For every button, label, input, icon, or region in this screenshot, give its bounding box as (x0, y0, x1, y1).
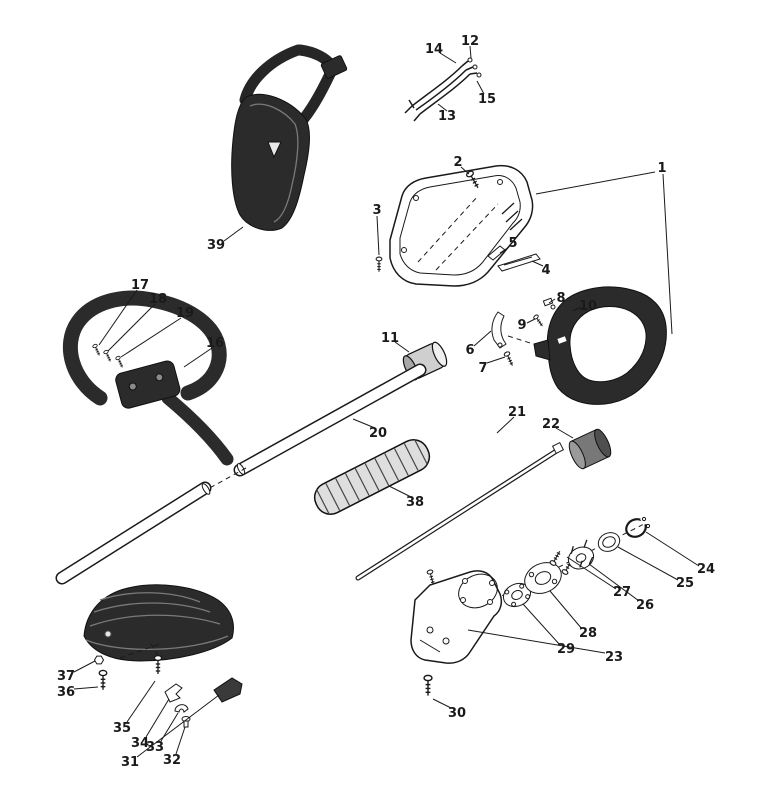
snap-ring-part-24 (625, 515, 651, 538)
part-label-23: 23 (605, 650, 623, 665)
gear-head-housing (410, 570, 503, 664)
flange-part-26 (567, 539, 595, 570)
guard-body (83, 584, 234, 662)
housing-inner-rim (399, 175, 521, 276)
wire-terminal (476, 72, 482, 78)
gear-head (410, 515, 651, 697)
part-label-6: 6 (465, 343, 474, 358)
clamp-part-33 (174, 704, 189, 713)
drive-shaft-tube (55, 363, 427, 585)
part-label-34: 34 (131, 736, 149, 751)
loop-handle-clamp (115, 360, 181, 409)
part-label-30: 30 (448, 706, 466, 721)
part-label-29: 29 (557, 642, 575, 657)
part-label-10: 10 (579, 299, 597, 314)
rear-handle-body (546, 286, 667, 405)
guard-assembly (83, 584, 243, 728)
wire-terminal (472, 64, 478, 70)
bar-part-4 (497, 253, 541, 272)
part-label-27: 27 (613, 585, 631, 600)
part-label-33: 33 (146, 740, 164, 755)
rear-handle-lug (533, 339, 551, 361)
inner-drive-shaft (355, 441, 565, 581)
part-label-11: 11 (381, 331, 399, 346)
bolt-part-30 (423, 674, 433, 697)
loop-handle (62, 290, 234, 466)
part-label-9: 9 (517, 318, 526, 333)
part-label-3: 3 (372, 203, 381, 218)
screw-part-18 (102, 349, 113, 363)
part-label-20: 20 (369, 426, 387, 441)
part-label-24: 24 (697, 562, 715, 577)
part-label-7: 7 (478, 361, 487, 376)
harness-buckle (320, 55, 348, 79)
part-label-25: 25 (676, 576, 694, 591)
part-label-37: 37 (57, 669, 75, 684)
part-label-35: 35 (113, 721, 131, 736)
foam-grip (313, 439, 431, 515)
grip-ribs (316, 439, 428, 515)
screw-part-3 (375, 256, 383, 273)
part-labels-layer: 1234567891011121314151617181920212223242… (57, 34, 715, 770)
part-label-8: 8 (556, 291, 565, 306)
harness-pad (231, 93, 310, 231)
bracket-part-34 (164, 683, 183, 703)
screw-part-35 (153, 654, 163, 675)
bearing-part-25 (597, 532, 621, 552)
part-label-31: 31 (121, 755, 139, 770)
clutch-drum (568, 428, 612, 470)
engine-housing (375, 164, 541, 287)
part-label-2: 2 (453, 155, 462, 170)
flange-part-29 (502, 582, 532, 608)
loop-handle-bar (62, 290, 227, 406)
guard-mount-hole (104, 630, 112, 638)
part-label-28: 28 (579, 626, 597, 641)
screw-part-7 (503, 350, 516, 368)
housing-vents (501, 202, 523, 231)
wiring-harness (404, 57, 482, 122)
part-label-1: 1 (657, 161, 666, 176)
rear-handle (533, 286, 667, 405)
throttle-lever-part-6 (491, 311, 507, 349)
part-label-18: 18 (149, 292, 167, 307)
harness-pad-slot (267, 141, 282, 159)
part-label-14: 14 (425, 42, 443, 57)
part-label-13: 13 (438, 109, 456, 124)
harness-strap (239, 44, 304, 106)
part-label-32: 32 (163, 753, 181, 768)
screw-part-27 (548, 549, 564, 567)
shaft-square-end (551, 441, 565, 455)
part-label-16: 16 (206, 336, 224, 351)
screw-part-9 (532, 313, 545, 329)
screw-part-19 (114, 355, 125, 369)
part-label-39: 39 (207, 238, 225, 253)
wire-terminal (467, 57, 473, 63)
nut-part-37 (93, 655, 105, 665)
wire-ends (404, 99, 421, 122)
limiter-blade-part-31 (213, 677, 243, 703)
part-label-22: 22 (542, 417, 560, 432)
harness-pad-stitch (249, 103, 299, 223)
harness-strap (295, 68, 336, 128)
leader-lines (73, 45, 700, 758)
shoulder-harness (231, 44, 348, 231)
part-label-26: 26 (636, 598, 654, 613)
part-label-5: 5 (508, 236, 517, 251)
part-label-15: 15 (478, 92, 496, 107)
plate-part-28 (524, 562, 562, 594)
screw-part-17 (91, 343, 102, 357)
part-label-12: 12 (461, 34, 479, 49)
wire-ends (461, 60, 478, 75)
part-label-36: 36 (57, 685, 75, 700)
part-label-19: 19 (176, 306, 194, 321)
brand-mark (557, 336, 567, 344)
part-label-17: 17 (131, 278, 149, 293)
part-label-4: 4 (541, 263, 550, 278)
bolt-part-36 (98, 669, 108, 691)
loop-handle-tail (161, 391, 234, 466)
flange-studs (570, 539, 594, 568)
part-label-38: 38 (406, 495, 424, 510)
part-label-21: 21 (508, 405, 526, 420)
